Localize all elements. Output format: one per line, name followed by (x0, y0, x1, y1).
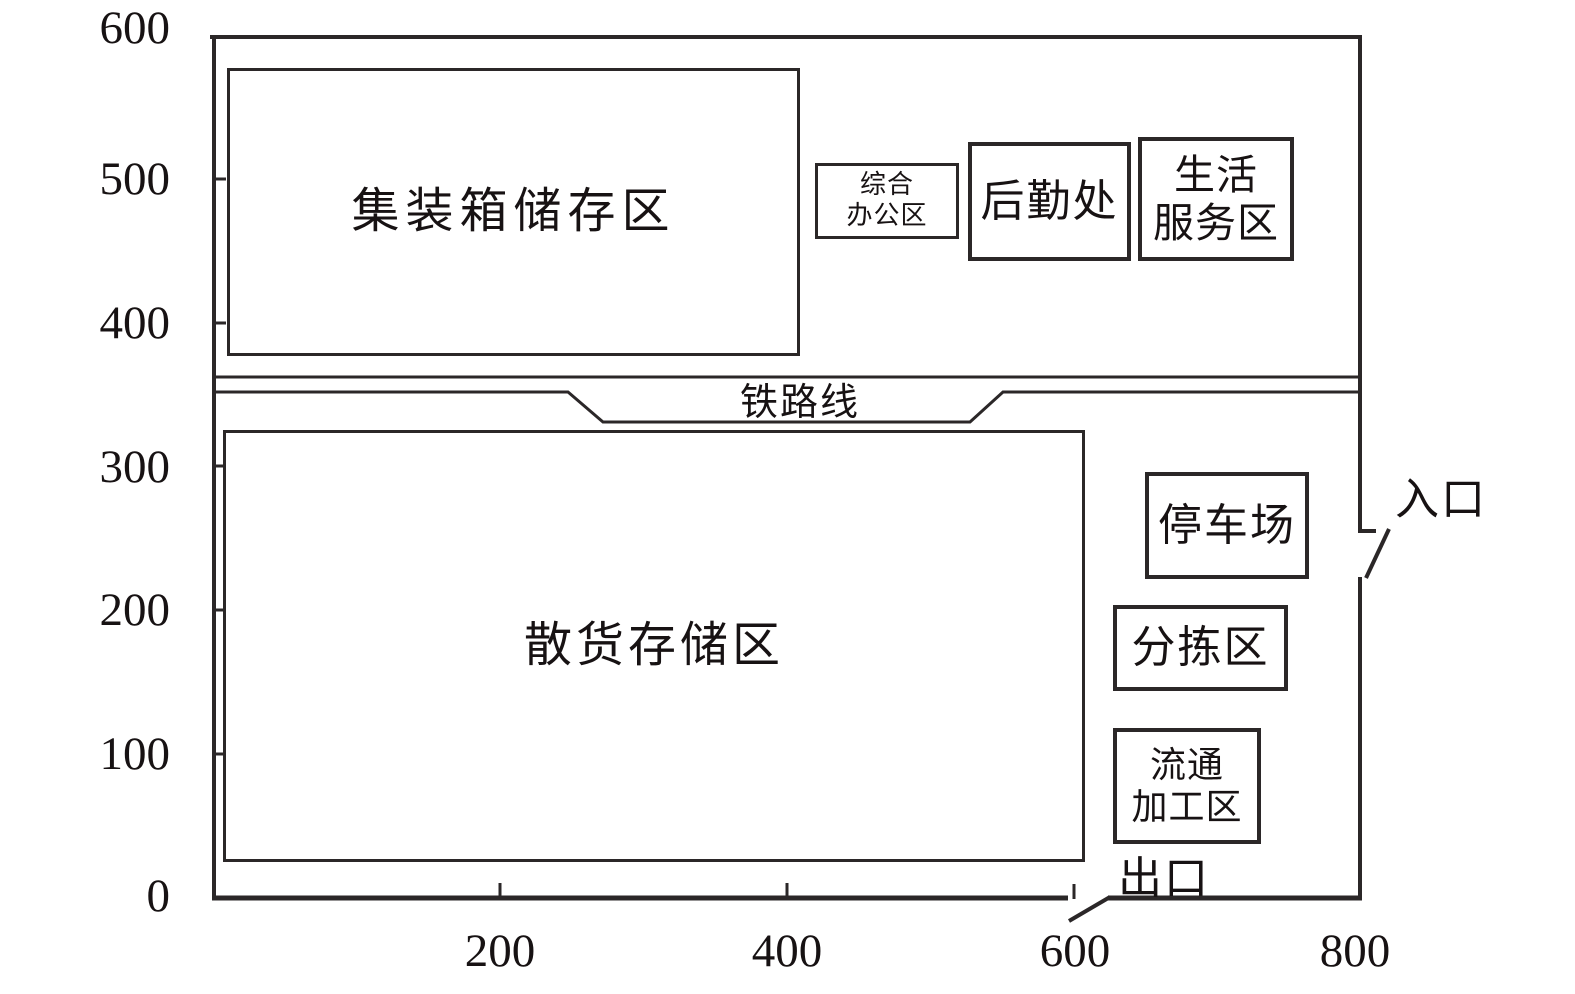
y-axis-label-400: 400 (99, 297, 171, 349)
region-bulk-storage-label: 散货存储区 (523, 618, 784, 672)
region-life-service: 生活 服务区 (1138, 137, 1294, 261)
exit-gate-line (1067, 895, 1112, 923)
y-axis-label-100: 100 (99, 728, 171, 780)
entrance-gate-line (1364, 528, 1391, 579)
x-axis-label-600: 600 (1039, 925, 1111, 977)
railway-label: 铁路线 (739, 381, 860, 424)
region-sorting-label: 分拣区 (1131, 623, 1270, 673)
region-office: 综合 办公区 (815, 163, 959, 239)
region-life-service-label-line2: 服务区 (1153, 200, 1279, 246)
region-bulk-storage: 散货存储区 (223, 430, 1085, 862)
region-processing-label-line2: 加工区 (1131, 787, 1243, 827)
x-axis-label-400: 400 (751, 925, 823, 977)
region-processing: 流通 加工区 (1113, 728, 1261, 844)
region-processing-label-line1: 流通 (1149, 744, 1224, 785)
region-sorting: 分拣区 (1113, 605, 1288, 691)
region-container-storage-label: 集装箱储存区 (351, 184, 676, 238)
exit-label: 出口 (1118, 854, 1210, 903)
region-container-storage: 集装箱储存区 (227, 68, 800, 356)
y-axis-label-200: 200 (99, 584, 171, 636)
y-axis-label-600: 600 (99, 2, 171, 54)
region-office-label-line2: 办公区 (846, 201, 928, 230)
region-parking: 停车场 (1145, 472, 1309, 579)
x-axis-label-800: 800 (1319, 925, 1391, 977)
y-axis-label-0: 0 (146, 870, 171, 922)
region-life-service-label-line1: 生活 (1174, 151, 1258, 198)
entrance-label: 入口 (1395, 475, 1487, 524)
railway-line-lower (212, 390, 1360, 424)
region-logistics-office: 后勤处 (968, 142, 1131, 261)
region-parking-label: 停车场 (1158, 500, 1296, 550)
region-office-label-line1: 综合 (859, 170, 914, 200)
y-axis-label-500: 500 (99, 153, 171, 205)
region-logistics-office-label: 后勤处 (980, 176, 1119, 226)
x-axis-label-200: 200 (464, 925, 536, 977)
y-axis-label-300: 300 (99, 441, 171, 493)
